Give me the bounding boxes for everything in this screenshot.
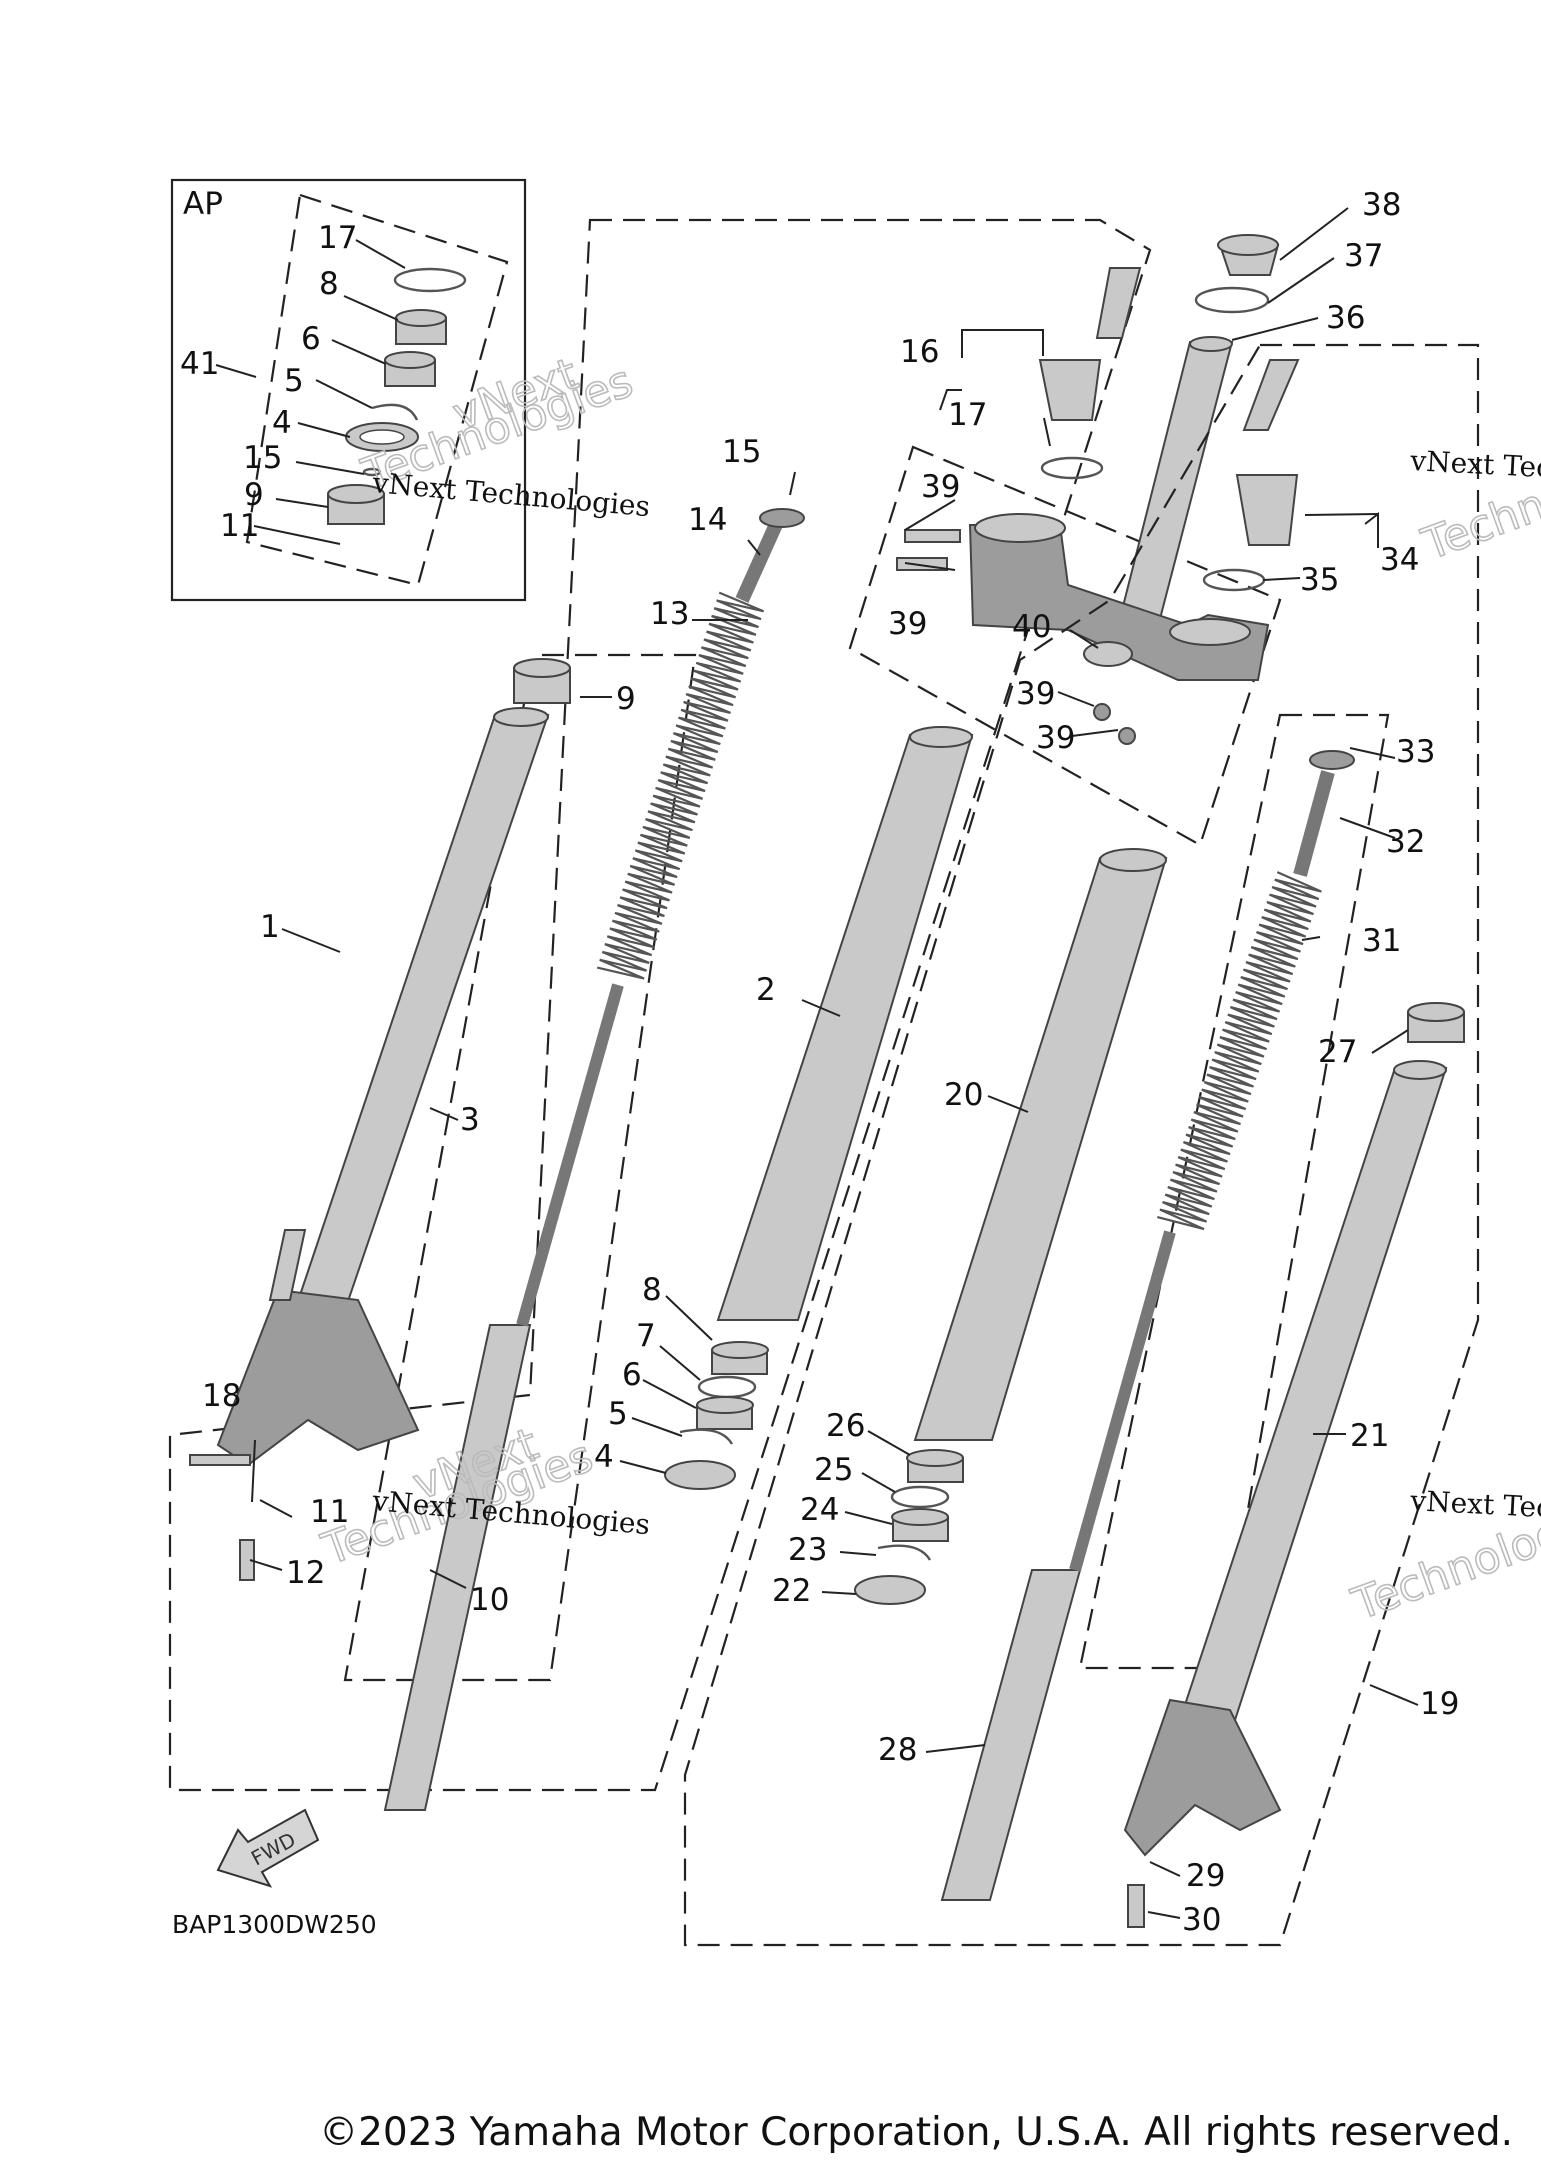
label-22: 22 [772,1573,811,1609]
part-14-rod [735,517,785,603]
right-fork-assembly: 33 32 31 27 21 19 26 25 24 23 22 28 29 3… [683,343,1480,1947]
label-5: 5 [284,363,304,399]
label-41: 41 [180,346,219,382]
label-7: 7 [636,1318,656,1354]
ap-box-frame [170,178,527,602]
label-15: 15 [243,440,282,476]
label-8b: 8 [642,1272,662,1308]
ap-part-5-clip [371,403,419,421]
label-11b: 11 [310,1494,349,1530]
label-5b: 5 [608,1396,628,1432]
label-26: 26 [826,1408,865,1444]
part-40-cap [1083,641,1133,667]
part-2-outer-tube [716,734,974,1321]
label-36: 36 [1326,300,1365,336]
label-35: 35 [1300,562,1339,598]
copyright-text: ©2023 Yamaha Motor Corporation, U.S.A. A… [319,2110,1513,2155]
part-13-spring [596,591,765,980]
part-34-adjuster [1235,474,1299,546]
part-17-o-ring [1040,456,1104,480]
label-16: 16 [900,334,939,370]
label-9b: 9 [616,681,636,717]
part-5-clip [679,1428,734,1445]
part-22-dust-seal [854,1575,926,1605]
label-21: 21 [1350,1418,1389,1454]
label-17b: 17 [948,397,987,433]
part-37-seal [1194,286,1270,314]
part-16-adjuster [1038,359,1102,421]
label-1: 1 [260,909,280,945]
ap-part-15-ring [362,467,382,477]
fwd-arrow-icon [216,1808,320,1888]
label-18: 18 [202,1378,241,1414]
part-3-axle-bracket [216,1288,420,1467]
ap-part-17-ring [393,267,467,293]
part-18-bolt [189,1454,251,1466]
outer-tubes: 2 20 [716,726,1168,1441]
label-30: 30 [1182,1902,1221,1938]
label-38: 38 [1362,187,1401,223]
part-25-washer [890,1485,950,1509]
label-33: 33 [1396,734,1435,770]
part-31-spring [1157,871,1322,1231]
label-4b: 4 [594,1439,614,1475]
ap-kit-box: AP 17 8 6 5 4 15 9 11 41 [170,178,527,602]
part-21-axle-bracket [1123,1698,1282,1857]
label-14: 14 [688,502,727,538]
label-20: 20 [944,1077,983,1113]
label-39d: 39 [1036,720,1075,756]
label-32: 32 [1386,824,1425,860]
ap-box-title: AP [183,186,223,222]
part-3-outer-tube [293,714,550,1311]
label-6b: 6 [622,1357,642,1393]
drawing-code: BAP1300DW250 [172,1910,377,1939]
label-27: 27 [1318,1034,1357,1070]
label-10: 10 [470,1582,509,1618]
label-39c: 39 [1016,676,1055,712]
left-fork-assembly: 1 3 9 13 14 15 8 7 6 5 4 18 11 12 10 [168,218,1152,1811]
label-3: 3 [460,1102,480,1138]
label-9: 9 [244,477,264,513]
part-39-nut-b [1118,727,1136,745]
part-20-outer-tube [913,857,1168,1441]
part-10-cartridge [383,1324,532,1811]
part-7-washer [697,1375,757,1399]
part-39-bolt-a [904,529,961,543]
forward-direction-indicator: FWD [216,1808,320,1888]
ap-box-kit-outline [245,193,509,587]
label-29: 29 [1186,1858,1225,1894]
part-39-nut-a [1093,703,1111,721]
label-17: 17 [318,220,357,256]
label-25: 25 [814,1452,853,1488]
label-19: 19 [1420,1686,1459,1722]
label-39a: 39 [921,469,960,505]
label-12: 12 [286,1555,325,1591]
watermark-text-a: vNext Technologies [370,466,651,523]
label-31: 31 [1362,923,1401,959]
part-32-rod [1293,770,1335,877]
label-6: 6 [301,321,321,357]
label-28: 28 [878,1732,917,1768]
label-34: 34 [1380,542,1419,578]
label-2: 2 [756,972,776,1008]
right-fork-assembly-outline [683,343,1480,1947]
label-40: 40 [1012,609,1051,645]
part-23-clip [877,1544,932,1561]
part-12-bolt [239,1539,255,1581]
label-37: 37 [1344,238,1383,274]
part-4-dust-seal [664,1460,736,1490]
label-23: 23 [788,1532,827,1568]
label-8: 8 [319,266,339,302]
label-24: 24 [800,1492,839,1528]
part-28-cartridge [940,1569,1082,1901]
label-39b: 39 [888,606,927,642]
label-13: 13 [650,596,689,632]
part-30-bolt [1127,1884,1145,1928]
label-11: 11 [220,508,259,544]
label-4: 4 [272,405,292,441]
label-15b: 15 [722,434,761,470]
